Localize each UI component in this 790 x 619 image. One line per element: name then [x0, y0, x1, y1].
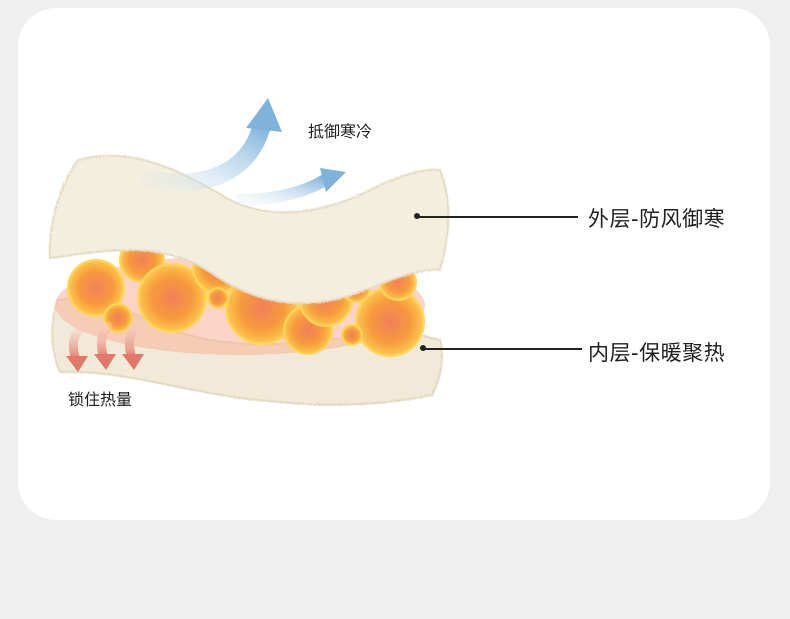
cold-arrow-icon [150, 98, 346, 200]
outer-layer-leader-line [418, 216, 578, 218]
inner-layer-label: 内层-保暖聚热 [588, 337, 725, 367]
outer-layer-label: 外层-防风御寒 [588, 203, 725, 233]
inner-layer-leader-line [424, 348, 582, 350]
heat-arrows-icon [66, 326, 144, 372]
top-arrow-label: 抵御寒冷 [308, 118, 372, 142]
bottom-arrow-label: 锁住热量 [68, 386, 132, 410]
